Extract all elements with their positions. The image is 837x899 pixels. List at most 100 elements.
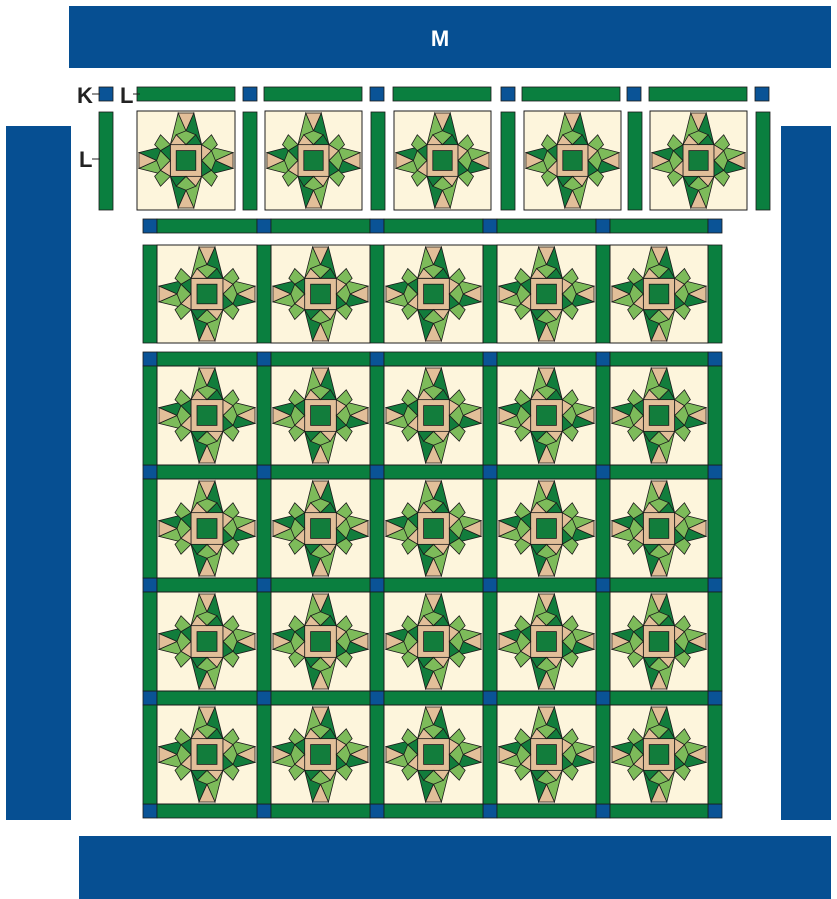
star-block bbox=[384, 592, 483, 691]
cornerstone bbox=[370, 352, 384, 366]
star-block bbox=[497, 479, 596, 578]
star-block bbox=[610, 592, 708, 691]
label-k: K bbox=[77, 83, 93, 108]
sashing-strip bbox=[370, 366, 384, 465]
sashing-strip bbox=[483, 479, 497, 578]
sashing-strip bbox=[497, 465, 596, 479]
cornerstone bbox=[257, 578, 271, 592]
cornerstone bbox=[596, 465, 610, 479]
cornerstone bbox=[143, 804, 157, 818]
sashing-strip bbox=[708, 479, 722, 578]
sashing-strip bbox=[157, 691, 257, 705]
star-block bbox=[497, 592, 596, 691]
sashing-strip bbox=[257, 366, 271, 465]
star-block bbox=[610, 245, 708, 343]
cornerstone bbox=[143, 352, 157, 366]
detached-block-row bbox=[99, 111, 770, 210]
cornerstone bbox=[143, 691, 157, 705]
border-m-top bbox=[69, 6, 831, 68]
cornerstone bbox=[370, 578, 384, 592]
cornerstone bbox=[708, 691, 722, 705]
star-block bbox=[610, 366, 708, 465]
sashing-strip bbox=[157, 465, 257, 479]
cornerstone bbox=[257, 352, 271, 366]
sashing-strip bbox=[596, 479, 610, 578]
cornerstone bbox=[483, 465, 497, 479]
sashing-strip bbox=[271, 691, 370, 705]
sashing-strip bbox=[610, 578, 708, 592]
sashing-strip bbox=[596, 245, 610, 343]
sashing-strip bbox=[384, 804, 483, 818]
sashing-strip bbox=[610, 352, 708, 366]
sashing-strip bbox=[483, 592, 497, 691]
sashing-strip bbox=[143, 245, 157, 343]
star-block bbox=[384, 479, 483, 578]
star-block bbox=[271, 705, 370, 804]
star-block bbox=[157, 592, 257, 691]
sashing-strip bbox=[497, 352, 596, 366]
sashing-strip bbox=[483, 366, 497, 465]
cornerstone bbox=[257, 465, 271, 479]
sashing-strip bbox=[596, 366, 610, 465]
sashing-strip bbox=[157, 578, 257, 592]
cornerstone bbox=[483, 691, 497, 705]
star-block bbox=[384, 705, 483, 804]
star-block bbox=[497, 245, 596, 343]
star-block bbox=[610, 479, 708, 578]
label-l-top: L bbox=[120, 83, 133, 108]
sashing-strip bbox=[257, 592, 271, 691]
sashing-strip bbox=[596, 705, 610, 804]
star-block bbox=[157, 479, 257, 578]
star-block bbox=[157, 705, 257, 804]
border-right bbox=[781, 126, 831, 820]
star-block bbox=[271, 479, 370, 578]
cornerstone bbox=[596, 578, 610, 592]
cornerstone bbox=[708, 465, 722, 479]
sashing-strip bbox=[708, 705, 722, 804]
star-block bbox=[157, 366, 257, 465]
detached-top-sashing bbox=[99, 87, 769, 101]
cornerstone bbox=[596, 352, 610, 366]
sashing-strip bbox=[384, 691, 483, 705]
cornerstone bbox=[708, 578, 722, 592]
star-block bbox=[271, 592, 370, 691]
sashing-strip bbox=[596, 592, 610, 691]
star-block bbox=[271, 245, 370, 343]
sashing-strip bbox=[370, 705, 384, 804]
star-block bbox=[384, 366, 483, 465]
sashing-strip bbox=[708, 366, 722, 465]
sashing-strip bbox=[271, 804, 370, 818]
sashing-strip bbox=[370, 245, 384, 343]
sashing-strip bbox=[257, 705, 271, 804]
sashing-strip bbox=[143, 592, 157, 691]
sashing-strip bbox=[157, 804, 257, 818]
cornerstone bbox=[483, 578, 497, 592]
sashing-strip bbox=[143, 479, 157, 578]
sashing-strip bbox=[610, 465, 708, 479]
sashing-strip bbox=[370, 479, 384, 578]
sashing-strip bbox=[610, 804, 708, 818]
sashing-strip bbox=[271, 578, 370, 592]
label-l-side: L bbox=[79, 147, 92, 172]
sashing-strip bbox=[384, 578, 483, 592]
sashing-strip bbox=[271, 465, 370, 479]
sashing-strip bbox=[257, 245, 271, 343]
sashing-strip bbox=[257, 479, 271, 578]
star-block bbox=[384, 245, 483, 343]
cornerstone bbox=[370, 804, 384, 818]
star-block bbox=[497, 705, 596, 804]
sashing-strip bbox=[483, 245, 497, 343]
cornerstone bbox=[257, 691, 271, 705]
star-block bbox=[271, 366, 370, 465]
main-quilt-grid bbox=[143, 352, 722, 818]
sashing-strip bbox=[708, 245, 722, 343]
cornerstone bbox=[257, 804, 271, 818]
sashing-strip bbox=[384, 352, 483, 366]
border-left bbox=[6, 126, 71, 820]
middle-sashing-row bbox=[143, 219, 722, 233]
sashing-strip bbox=[708, 592, 722, 691]
cornerstone bbox=[708, 804, 722, 818]
sashing-strip bbox=[610, 691, 708, 705]
cornerstone bbox=[483, 804, 497, 818]
